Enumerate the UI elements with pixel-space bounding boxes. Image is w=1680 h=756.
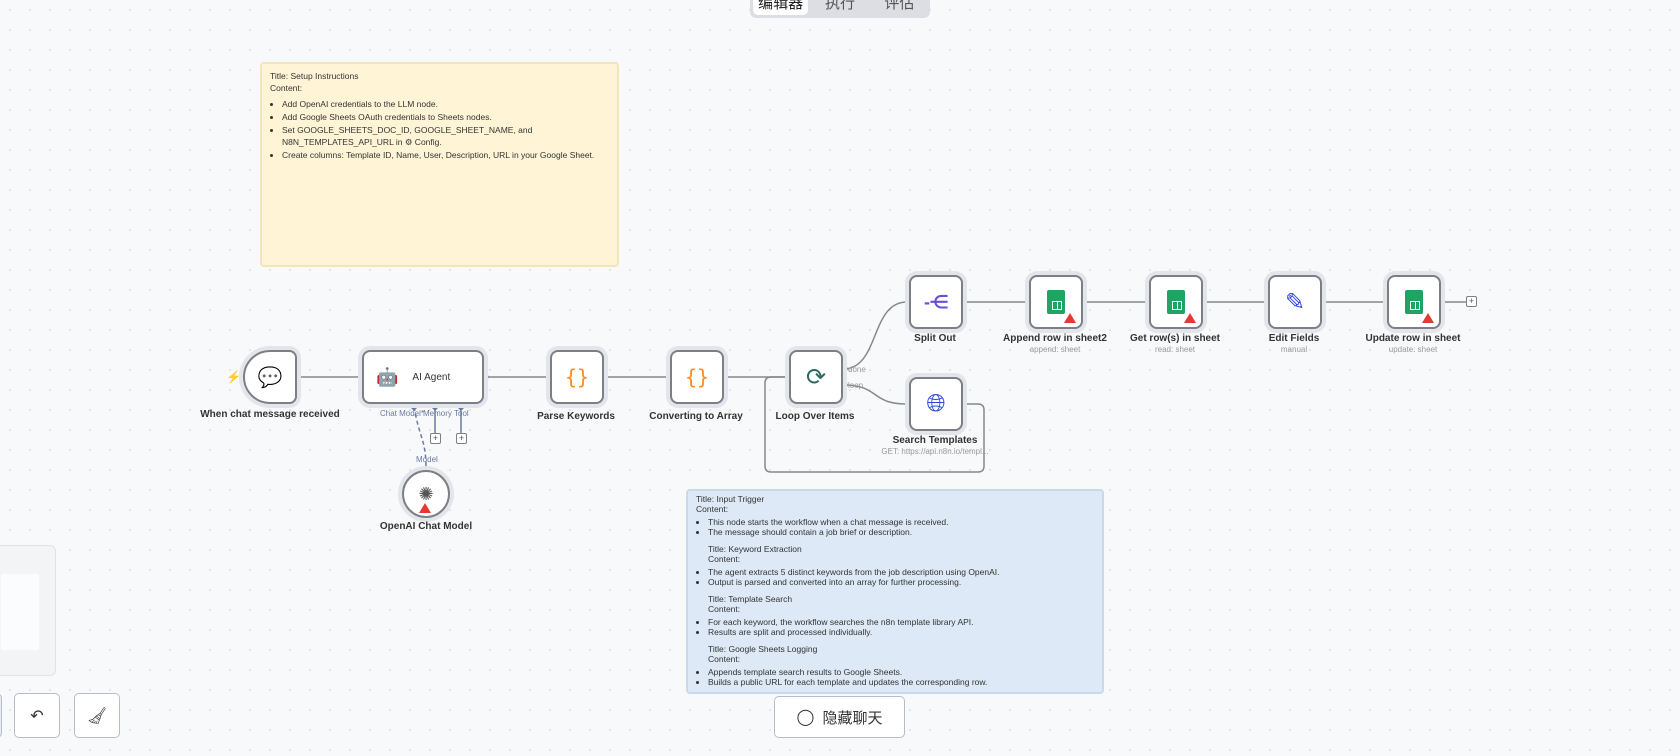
google-sheets-icon (1405, 290, 1423, 314)
node-search-templates[interactable]: 🌐︎ (909, 377, 963, 431)
sticky-content-label: Content: (270, 83, 303, 93)
node-subtitle: read: sheet (1154, 345, 1196, 354)
node-loop-over-items[interactable]: ⟳ (789, 350, 843, 404)
undo-icon: ↶ (30, 707, 44, 725)
node-label: When chat message received (200, 409, 340, 420)
sticky-item: Output is parsed and converted into an a… (708, 577, 1094, 587)
chat-icon: 💬 (257, 366, 283, 389)
google-sheets-icon (1167, 290, 1185, 314)
node-label: OpenAI Chat Model (379, 521, 473, 532)
sticky-item: Create columns: Template ID, Name, User,… (282, 149, 609, 161)
chat-panel (0, 545, 56, 676)
loop-icon: ⟳ (805, 363, 827, 391)
sticky-item: Add OpenAI credentials to the LLM node. (282, 98, 609, 110)
pencil-icon: ✎ (1284, 288, 1306, 316)
undo-button[interactable]: ↶ (14, 693, 60, 738)
node-subtitle: manual (1280, 345, 1308, 354)
node-label: Parse Keywords (537, 411, 615, 422)
add-memory-button[interactable]: + (430, 433, 441, 444)
tab-evaluations[interactable]: 评估 (884, 0, 915, 12)
node-subtitle: update: sheet (1388, 345, 1438, 354)
tidy-up-button[interactable]: 🧹︎ (74, 693, 120, 738)
warning-icon (1064, 313, 1076, 323)
node-label: Split Out (914, 333, 956, 344)
globe-icon: 🌐︎ (926, 390, 946, 417)
openai-icon: ✺ (418, 483, 434, 504)
node-ai-agent[interactable]: 🤖 AI Agent (362, 350, 484, 404)
sticky-item: The message should contain a job brief o… (708, 527, 1094, 537)
add-tool-button[interactable]: + (456, 433, 467, 444)
sticky-item: Results are split and processed individu… (708, 627, 1094, 637)
node-chat-trigger[interactable]: 💬 (243, 350, 297, 404)
view-tabs: 编辑器 执行 评估 (750, 0, 930, 18)
tab-executions[interactable]: 执行 (824, 0, 855, 12)
node-update-row[interactable] (1387, 275, 1441, 329)
sticky-item: This node starts the workflow when a cha… (708, 517, 1094, 527)
node-label: Get row(s) in sheet (1129, 333, 1220, 344)
hide-chat-button[interactable]: ◯ 隐藏聊天 (774, 696, 905, 738)
edge-loop-search (842, 384, 908, 405)
chat-bubble-icon: ◯ (796, 709, 815, 726)
edge-search-loop (764, 376, 985, 473)
sticky-content-label: Content: (708, 654, 741, 664)
sticky-content-label: Content: (708, 554, 741, 564)
node-label: Update row in sheet (1365, 333, 1461, 344)
sticky-note-info[interactable]: Title: Input Trigger Content: This node … (686, 489, 1104, 694)
node-openai-chat-model[interactable]: ✺ (402, 470, 450, 518)
tab-editor[interactable]: 编辑器 (753, 0, 809, 15)
node-parse-keywords[interactable]: {} (550, 350, 604, 404)
node-converting-to-array[interactable]: {} (670, 350, 724, 404)
sticky-item: The agent extracts 5 distinct keywords f… (708, 567, 1094, 577)
sticky-item: Appends template search results to Googl… (708, 667, 1094, 677)
zoom-button[interactable] (0, 693, 2, 738)
broom-icon: 🧹︎ (86, 707, 108, 725)
sticky-note-setup[interactable]: Title: Setup Instructions Content: Add O… (260, 62, 619, 267)
port-chat-model[interactable]: Chat Model* (380, 409, 425, 418)
node-subtitle: append: sheet (1029, 345, 1081, 354)
node-label: AI Agent (412, 371, 451, 383)
sticky-item: Add Google Sheets OAuth credentials to S… (282, 111, 609, 123)
warning-icon (1184, 313, 1196, 323)
robot-icon: 🤖 (376, 366, 399, 387)
chat-panel-body (1, 574, 39, 650)
sticky-content-label: Content: (696, 504, 729, 514)
sticky-title: Title: Input Trigger (696, 494, 765, 504)
google-sheets-icon (1047, 290, 1065, 314)
edge-loop-split (842, 301, 908, 370)
split-icon: -⋲ (924, 291, 948, 312)
node-subtitle: GET: https://api.n8n.io/templ... (881, 447, 989, 456)
sticky-item: For each keyword, the workflow searches … (708, 617, 1094, 627)
warning-icon (1422, 313, 1434, 323)
code-icon: {} (564, 365, 590, 389)
sticky-title: Title: Keyword Extraction (708, 544, 802, 554)
node-get-rows[interactable] (1149, 275, 1203, 329)
hide-chat-label: 隐藏聊天 (822, 709, 883, 727)
sticky-title: Title: Setup Instructions (270, 71, 359, 81)
add-node-button[interactable]: + (1466, 296, 1477, 307)
node-label: Search Templates (892, 435, 978, 446)
node-split-out[interactable]: -⋲ (909, 275, 963, 329)
sticky-item: Builds a public URL for each template an… (708, 677, 1094, 687)
node-label: Converting to Array (649, 411, 743, 422)
warning-icon (419, 503, 431, 513)
port-tool[interactable]: Tool (454, 409, 469, 418)
sticky-title: Title: Template Search (708, 594, 793, 604)
port-memory[interactable]: Memory (423, 409, 452, 418)
port-model: Model (416, 455, 438, 464)
node-label: Edit Fields (1268, 333, 1320, 344)
output-done: done (848, 365, 866, 374)
sticky-content-label: Content: (708, 604, 741, 614)
lightning-icon: ⚡ (226, 370, 241, 384)
node-edit-fields[interactable]: ✎ (1268, 275, 1322, 329)
node-append-row[interactable] (1029, 275, 1083, 329)
sticky-title: Title: Google Sheets Logging (708, 644, 818, 654)
sticky-item: Set GOOGLE_SHEETS_DOC_ID, GOOGLE_SHEET_N… (282, 124, 609, 148)
output-loop: loop (848, 381, 864, 390)
code-icon: {} (684, 365, 710, 389)
node-label: Append row in sheet2 (1003, 333, 1107, 344)
node-label: Loop Over Items (775, 411, 855, 422)
